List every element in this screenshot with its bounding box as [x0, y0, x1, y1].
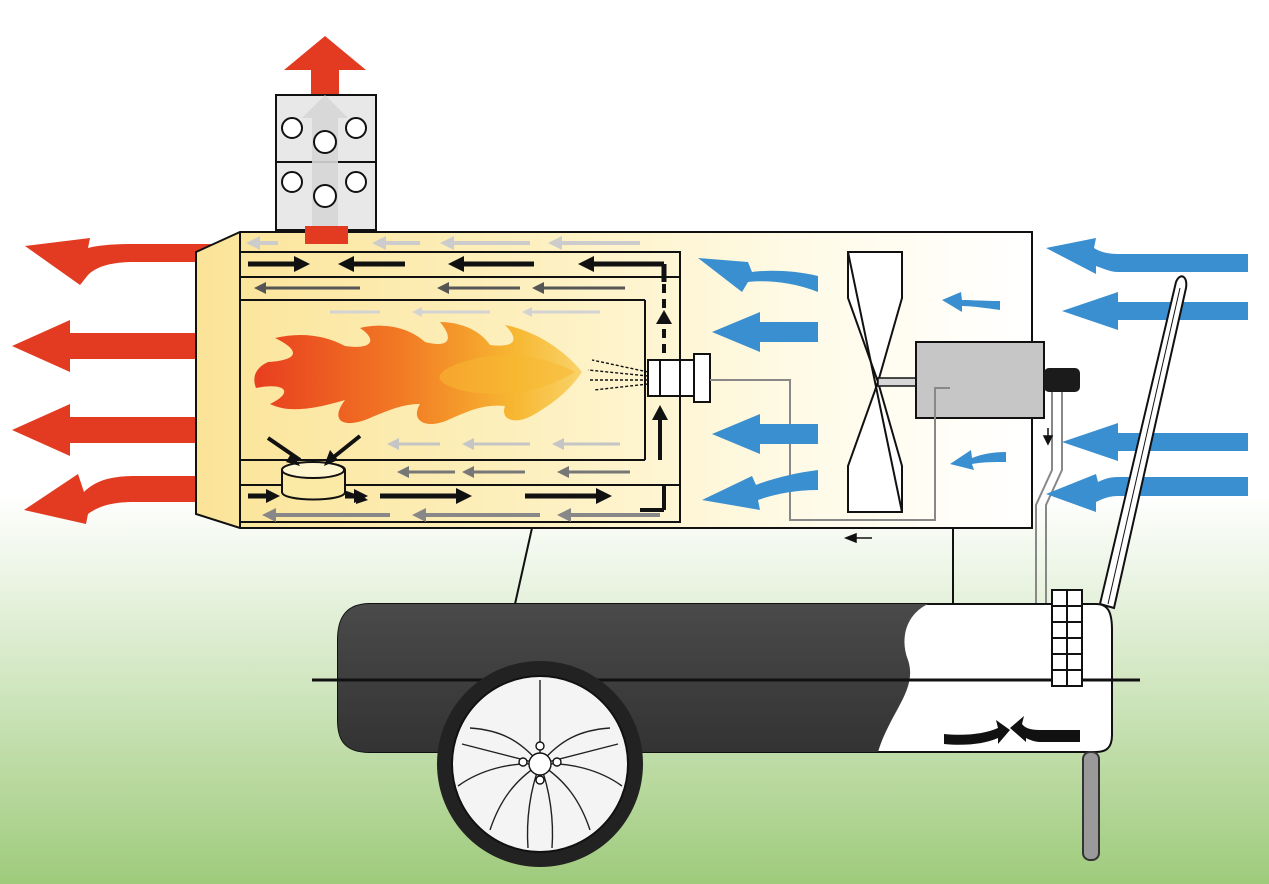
cold-air-arrow-icon [1046, 474, 1248, 512]
handle [1098, 275, 1188, 610]
flue-chimney [275, 94, 377, 244]
hot-air-arrow-icon [24, 474, 215, 524]
cold-air-arrow-icon [1062, 292, 1248, 330]
cold-air-arrow-icon [712, 312, 818, 352]
motor-pump-cap [1044, 368, 1080, 392]
cold-air-arrow-icon [1046, 238, 1248, 274]
stand-leg [1082, 751, 1100, 861]
flame-icon [254, 322, 582, 425]
cold-air-arrow-icon [698, 258, 818, 292]
hot-air-arrow-icon [12, 320, 215, 372]
hot-air-arrow-icon [25, 238, 215, 285]
cold-air-arrow-icon [702, 470, 818, 510]
cold-air-arrows [698, 238, 1248, 512]
cold-air-arrow-icon [942, 292, 1000, 312]
fuel-spray [587, 359, 649, 391]
motor [915, 341, 1045, 419]
air-inlet-cup [281, 461, 346, 501]
wheel [437, 661, 643, 867]
fuel-filter [1051, 589, 1083, 687]
hot-air-arrows [12, 238, 215, 524]
cold-air-arrow-icon [712, 414, 818, 454]
tank-flow-arrows [944, 716, 1080, 745]
front-support [514, 527, 533, 605]
cold-air-arrow-icon [1062, 423, 1248, 461]
burner-nozzle [647, 353, 711, 403]
handle-inner-line [1107, 287, 1181, 605]
fan-icon [847, 251, 903, 513]
hot-air-arrow-icon [12, 404, 215, 456]
internal-flow-arrows [246, 236, 672, 522]
hot-air-arrow-icon [284, 36, 366, 95]
fan-shaft [877, 377, 919, 387]
flame-inner [439, 355, 575, 394]
cold-air-arrow-icon [950, 450, 1006, 470]
